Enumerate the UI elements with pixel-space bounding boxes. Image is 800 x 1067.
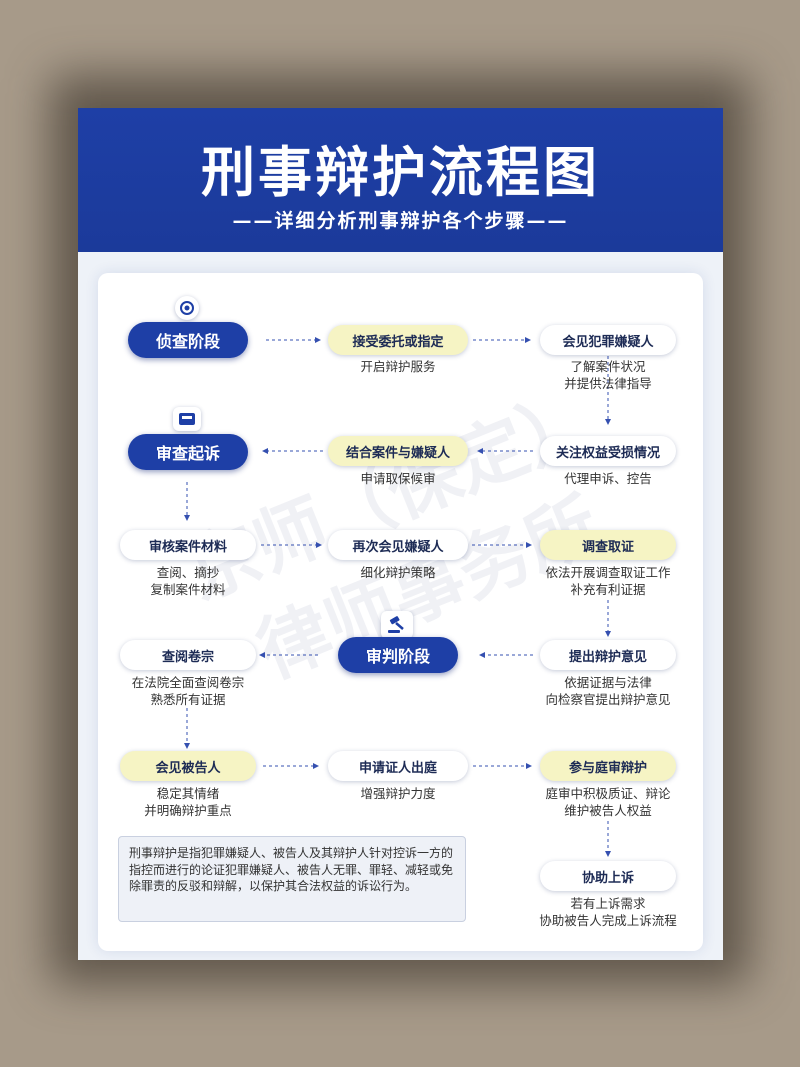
poster: 刑事辩护流程图 ——详细分析刑事辩护各个步骤—— 京师（保定） 律师事务所 [78, 108, 723, 960]
step-assist-appeal[interactable]: 协助上诉 [540, 861, 676, 891]
step-assist-appeal-desc: 若有上诉需求 协助被告人完成上诉流程 [539, 896, 677, 928]
stage-trial[interactable]: 审判阶段 [338, 637, 458, 673]
step-review-dossier-desc: 在法院全面查阅卷宗 熟悉所有证据 [131, 675, 245, 707]
definition-note: 刑事辩护是指犯罪嫌疑人、被告人及其辩护人针对控诉一方的指控而进行的论证犯罪嫌疑人… [118, 836, 466, 922]
inbox-icon [173, 407, 201, 431]
header: 刑事辩护流程图 ——详细分析刑事辩护各个步骤—— [78, 108, 723, 252]
step-meet-defendant[interactable]: 会见被告人 [120, 751, 256, 781]
gavel-icon [381, 611, 413, 639]
stage-prosecution[interactable]: 审查起诉 [128, 434, 248, 470]
step-investigate-evidence-desc: 依法开展调查取证工作 补充有利证据 [545, 565, 671, 597]
step-meet-again[interactable]: 再次会见嫌疑人 [328, 530, 468, 560]
step-meet-again-desc: 细化辩护策略 [360, 565, 436, 580]
step-meet-suspect[interactable]: 会见犯罪嫌疑人 [540, 325, 676, 355]
step-rights-infringement[interactable]: 关注权益受损情况 [540, 436, 676, 466]
step-defense-opinion[interactable]: 提出辩护意见 [540, 640, 676, 670]
step-defense-opinion-desc: 依据证据与法律 向检察官提出辩护意见 [545, 675, 671, 707]
step-witness-appearance-desc: 增强辩护力度 [360, 786, 436, 801]
step-accept-engagement-desc: 开启辩护服务 [360, 359, 436, 374]
step-meet-defendant-desc: 稳定其情绪 并明确辩护重点 [144, 786, 232, 818]
step-accept-engagement[interactable]: 接受委托或指定 [328, 325, 468, 355]
step-meet-suspect-desc: 了解案件状况 并提供法律指导 [564, 359, 652, 391]
step-combine-case[interactable]: 结合案件与嫌疑人 [328, 436, 468, 466]
step-court-defense-desc: 庭审中积极质证、辩论 维护被告人权益 [545, 786, 671, 818]
step-court-defense[interactable]: 参与庭审辩护 [540, 751, 676, 781]
step-investigate-evidence[interactable]: 调查取证 [540, 530, 676, 560]
step-review-dossier[interactable]: 查阅卷宗 [120, 640, 256, 670]
step-combine-case-desc: 申请取保候审 [360, 471, 436, 486]
step-review-materials-desc: 查阅、摘抄 复制案件材料 [150, 565, 226, 597]
step-witness-appearance[interactable]: 申请证人出庭 [328, 751, 468, 781]
step-review-materials[interactable]: 审核案件材料 [120, 530, 256, 560]
step-rights-infringement-desc: 代理申诉、控告 [564, 471, 652, 486]
target-icon [175, 296, 199, 320]
stage-investigation[interactable]: 侦查阶段 [128, 322, 248, 358]
page-subtitle: ——详细分析刑事辩护各个步骤—— [232, 210, 569, 232]
page-title: 刑事辩护流程图 [201, 141, 600, 204]
